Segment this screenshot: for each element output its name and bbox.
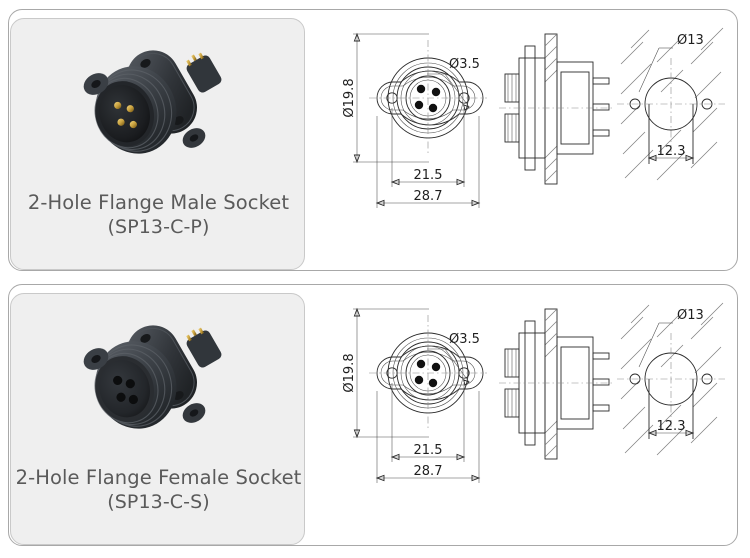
side-view xyxy=(499,308,615,460)
connector-illustration-female xyxy=(83,325,221,429)
dim-label-bore: Ø13 xyxy=(677,308,704,323)
contact-3 xyxy=(414,375,424,385)
front-view xyxy=(353,32,487,208)
card-caption: 2-Hole Flange Male Socket (SP13-C-P) xyxy=(5,191,312,239)
contact-1 xyxy=(416,359,426,369)
card-caption: 2-Hole Flange Female Socket (SP13-C-S) xyxy=(5,466,312,514)
card-title: 2-Hole Flange Female Socket xyxy=(15,466,302,489)
dim-label-width: 28.7 xyxy=(414,464,443,479)
dim-label-hole-span: 21.5 xyxy=(414,168,443,183)
panel-cutout-view xyxy=(617,27,725,181)
technical-drawing-female: Ø19.8 Ø3.5 21.5 28.7 Ø13 12.3 xyxy=(309,287,737,545)
card-part-number: (SP13-C-P) xyxy=(107,216,210,238)
product-card-male[interactable]: 2-Hole Flange Male Socket (SP13-C-P) xyxy=(8,9,738,271)
dim-label-height: Ø19.8 xyxy=(342,353,357,392)
contact-1 xyxy=(416,84,426,94)
dim-label-hole-span: 21.5 xyxy=(414,443,443,458)
panel-cutout-view xyxy=(617,302,725,456)
technical-drawing-male: Ø19.8 Ø3.5 21.5 28.7 Ø13 12.3 xyxy=(309,12,737,270)
photo-panel: 2-Hole Flange Female Socket (SP13-C-S) xyxy=(10,293,305,545)
dim-label-bore: Ø13 xyxy=(677,33,704,48)
product-photo-female xyxy=(11,300,306,470)
product-card-female[interactable]: 2-Hole Flange Female Socket (SP13-C-S) xyxy=(8,284,738,546)
product-photo-male xyxy=(11,25,306,195)
photo-panel: 2-Hole Flange Male Socket (SP13-C-P) xyxy=(10,18,305,270)
dim-label-height: Ø19.8 xyxy=(342,78,357,117)
front-view xyxy=(353,307,487,483)
contact-4 xyxy=(428,103,438,113)
dim-label-hole: Ø3.5 xyxy=(449,57,480,72)
dim-label-slot: 12.3 xyxy=(657,419,686,434)
connector-illustration-male xyxy=(83,50,221,154)
dim-label-hole: Ø3.5 xyxy=(449,332,480,347)
side-view xyxy=(499,33,615,185)
card-title: 2-Hole Flange Male Socket xyxy=(27,191,290,214)
contact-2 xyxy=(431,87,441,97)
contact-2 xyxy=(431,362,441,372)
contact-4 xyxy=(428,378,438,388)
card-part-number: (SP13-C-S) xyxy=(107,491,210,513)
dim-label-width: 28.7 xyxy=(414,189,443,204)
contact-3 xyxy=(414,100,424,110)
dim-label-slot: 12.3 xyxy=(657,144,686,159)
